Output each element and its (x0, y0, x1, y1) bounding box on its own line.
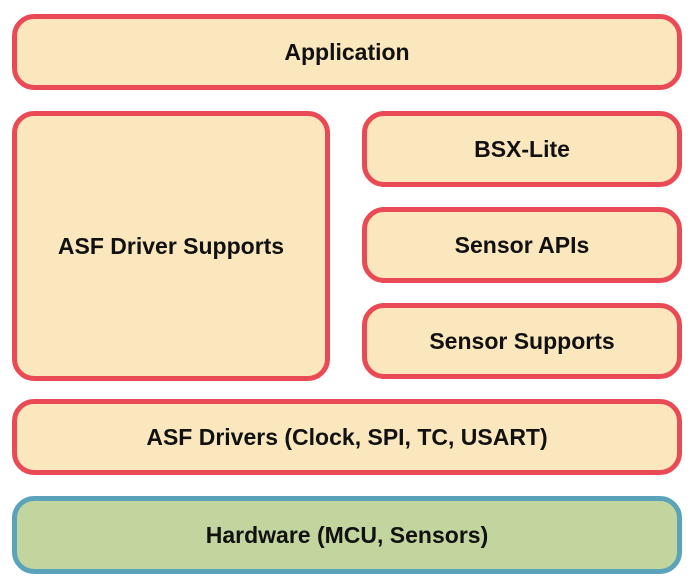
hardware-layer: Hardware (MCU, Sensors) (12, 496, 682, 574)
asf-drivers-label: ASF Drivers (Clock, SPI, TC, USART) (146, 423, 548, 450)
sensor-supports-label: Sensor Supports (429, 327, 615, 354)
sensor-supports-layer: Sensor Supports (362, 303, 682, 379)
hardware-label: Hardware (MCU, Sensors) (205, 521, 489, 548)
application-layer: Application (12, 14, 682, 90)
bsx-lite-label: BSX-Lite (474, 135, 570, 162)
application-label: Application (284, 38, 410, 65)
sensor-apis-layer: Sensor APIs (362, 207, 682, 283)
asf-driver-supports-layer: ASF Driver Supports (12, 111, 330, 381)
asf-driver-supports-label: ASF Driver Supports (57, 232, 285, 259)
sensor-apis-label: Sensor APIs (454, 231, 590, 258)
bsx-lite-layer: BSX-Lite (362, 111, 682, 187)
asf-drivers-layer: ASF Drivers (Clock, SPI, TC, USART) (12, 399, 682, 475)
